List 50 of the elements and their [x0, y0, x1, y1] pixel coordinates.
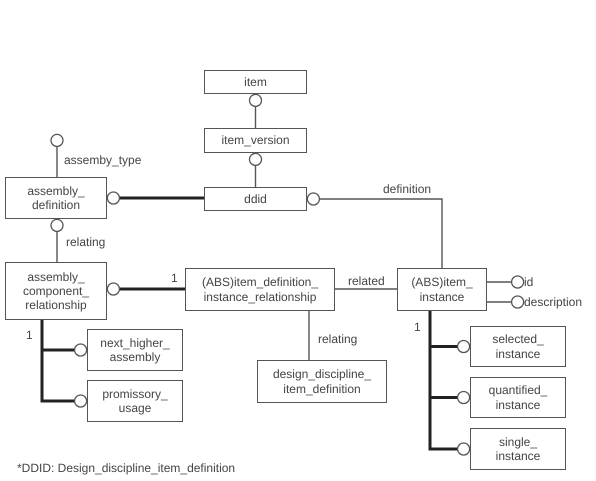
- entity-name: next_higher_ assembly: [100, 336, 170, 364]
- entity-name: quantified_ instance: [488, 383, 548, 412]
- edge-label: 1: [25, 328, 34, 342]
- entity-name: (ABS)item_ instance: [411, 275, 473, 304]
- entity-box: [470, 428, 566, 470]
- entity-box: [204, 70, 307, 94]
- edge-label: related: [347, 274, 386, 288]
- entity-box: [204, 187, 307, 211]
- entity-name: ddid: [244, 192, 267, 206]
- entity-name: design_discipline_ item_definition: [272, 367, 372, 396]
- thick-connector-line: [40, 320, 88, 408]
- connector-line: [248, 152, 262, 187]
- entity-box: [5, 262, 107, 320]
- connector-line: [306, 192, 443, 268]
- entity-box: [397, 268, 487, 311]
- connector-line: [248, 94, 262, 128]
- entity-name: single_ instance: [496, 434, 540, 464]
- connector-line: [335, 288, 397, 290]
- entity-box: [470, 377, 566, 418]
- connector-line: [308, 311, 310, 360]
- thick-connector-line: [428, 311, 470, 456]
- entity-name: item_version: [221, 133, 290, 148]
- entity-box: [470, 326, 566, 367]
- entity-name: selected_ instance: [492, 332, 544, 361]
- edge-label: 1: [170, 271, 179, 285]
- entity-box: [5, 177, 107, 219]
- entity-box: [87, 380, 183, 422]
- footnote: *DDID: Design_discipline_item_definition: [17, 461, 236, 475]
- edge-label: 1: [413, 320, 422, 334]
- thick-connector-line: [106, 191, 204, 205]
- attribute-name: id: [524, 275, 534, 290]
- entity-name: (ABS)item_definition_ instance_relationship: [202, 275, 318, 304]
- edge-label: relating: [317, 332, 358, 346]
- entity-box: [185, 268, 335, 311]
- entity-name: assembly_ component_ relationship: [22, 270, 90, 312]
- thick-connector-line: [106, 282, 185, 296]
- connector-line: [50, 218, 64, 262]
- edge-label: definition: [382, 182, 432, 196]
- entity-box: [204, 128, 307, 153]
- entity-name: item: [244, 74, 267, 90]
- entity-name: promissory_ usage: [102, 386, 168, 416]
- connector-line: [487, 295, 524, 309]
- edge-label: relating: [65, 235, 106, 249]
- connector-line: [487, 275, 524, 289]
- connector-line: [50, 134, 64, 177]
- edge-label: assemby_type: [63, 153, 142, 167]
- entity-box: [87, 329, 183, 371]
- entity-box: [257, 360, 387, 403]
- attribute-name: description: [524, 295, 582, 310]
- entity-name: assembly_ definition: [27, 184, 85, 212]
